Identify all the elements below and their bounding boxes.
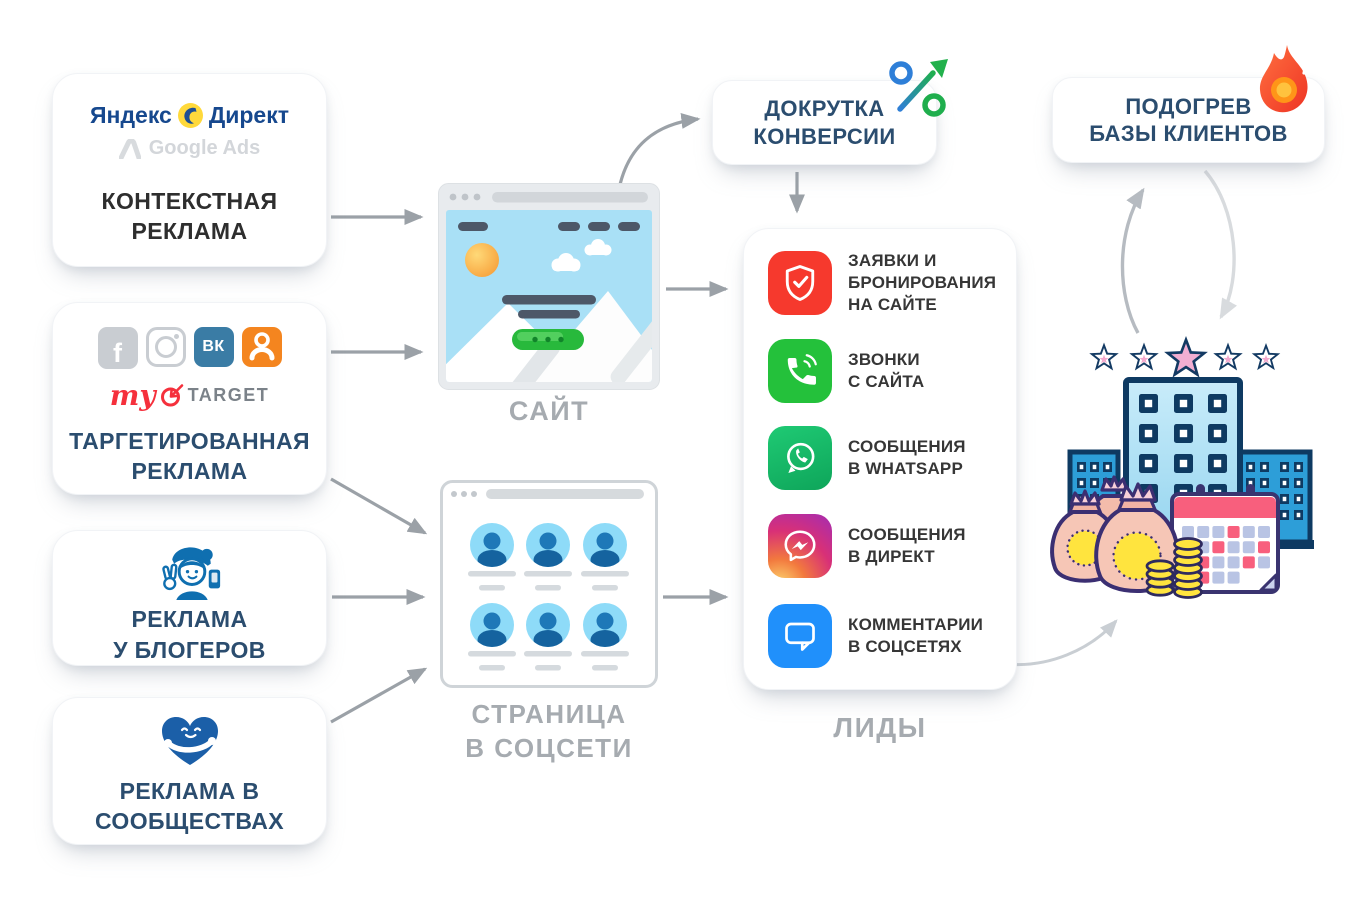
card-title: ПОДОГРЕВ БАЗЫ КЛИЕНТОВ [1089,93,1288,147]
arrow-leads-to-clients [1005,619,1118,667]
cta-button-illustration [512,329,584,350]
social-page-mockup [440,480,658,688]
card-title: ТАРГЕТИРОВАННАЯ РЕКЛАМА [69,426,310,487]
browser-dots [449,193,481,201]
card-title-line: РЕКЛАМА [131,218,248,245]
rating-stars [1089,336,1281,378]
messenger-icon [768,514,832,578]
lead-item-label: СООБЩЕНИЯ В WHATSAPP [848,437,966,478]
browser-address-bar [486,489,644,499]
hotel-result-illustration [1050,336,1314,599]
facebook-icon: f [97,327,138,369]
clouds-illustration [551,239,612,272]
card-targeted-ads: f ВК my TARGET [52,302,327,495]
card-title: КОНТЕКСТНАЯ РЕКЛАМА [102,186,278,247]
whatsapp-icon [768,426,832,490]
arrow-cycle-up [1120,187,1145,334]
lead-item-label: ЗАЯВКИ И БРОНИРОВАНИЯ НА САЙТЕ [848,251,997,314]
mytarget-logo: my TARGET [110,379,270,412]
facebook-letter: f [113,338,122,368]
lead-item-whatsapp: СООБЩЕНИЯ В WHATSAPP [768,426,966,490]
card-title: РЕКЛАМА В СООБЩЕСТВАХ [95,776,284,837]
comment-bubble-icon [768,604,832,668]
lead-item-label: СООБЩЕНИЯ В ДИРЕКТ [848,525,966,566]
card-contextual-ads: Яндекс Директ Google Ads КОНТЕКСТНАЯ РЕК… [52,73,327,267]
instagram-dot [173,334,179,339]
google-ads-label: Google Ads [148,137,261,159]
lead-item-direct: СООБЩЕНИЯ В ДИРЕКТ [768,514,966,578]
instagram-lens [154,336,177,358]
card-title-line: СООБЩЕСТВАХ [94,808,285,835]
ok-person-glyph [249,332,274,361]
percent-growth-icon [889,59,948,117]
site-label: САЙТ [508,396,590,426]
card-title-line: У БЛОГЕРОВ [113,636,266,663]
browser-dots [451,491,477,497]
shield-check-icon [768,251,832,315]
vk-letters: ВК [202,338,225,355]
arrow-communities-to-social [330,667,428,724]
browser-address-bar [492,192,648,203]
arrow-cycle-down [1203,169,1237,320]
social-page-label: СТРАНИЦА В СОЦСЕТИ [465,699,633,763]
phone-call-icon [768,339,832,403]
card-client-warming: ПОДОГРЕВ БАЗЫ КЛИЕНТОВ [1052,77,1325,163]
mytarget-target-icon [160,383,183,406]
yandex-direct-icon [177,103,203,128]
social-network-logos: f ВК [97,327,282,369]
card-blogger-ads: РЕКЛАМА У БЛОГЕРОВ [52,530,327,666]
card-title-line: РЕКЛАМА В [119,778,260,804]
card-title: ДОКРУТКА КОНВЕРСИИ [753,96,896,149]
lead-item-requests: ЗАЯВКИ И БРОНИРОВАНИЯ НА САЙТЕ [768,251,996,315]
google-ads-logo: Google Ads [118,137,261,160]
lead-item-calls: ЗВОНКИ С САЙТА [768,339,924,403]
lead-item-label: ЗВОНКИ С САЙТА [848,350,925,391]
lead-item-label: КОММЕНТАРИИ В СОЦСЕТЯХ [848,615,984,656]
card-title-line: ТАРГЕТИРОВАННАЯ [69,428,310,454]
card-title-line: РЕКЛАМА [131,606,248,633]
mytarget-word: TARGET [187,385,270,405]
website-mockup [438,183,660,390]
yandex-logo-text: Яндекс [90,102,172,128]
coin-stacks [1145,537,1203,599]
hugging-heart-icon [161,717,218,765]
odnoklassniki-icon [241,327,282,367]
flame-icon [1259,45,1308,113]
card-community-ads: РЕКЛАМА В СООБЩЕСТВАХ [52,697,327,845]
card-title-line: КОНТЕКСТНАЯ [101,188,278,214]
vk-icon: ВК [193,327,234,367]
arrow-targeted-to-social [330,477,428,535]
yandex-logo-text2: Директ [208,102,289,128]
leads-panel: ЗАЯВКИ И БРОНИРОВАНИЯ НА САЙТЕ ЗВОНКИ С … [743,228,1017,690]
card-title: РЕКЛАМА У БЛОГЕРОВ [113,604,266,665]
mytarget-my: my [109,379,156,412]
google-ads-icon [118,138,141,159]
blogger-girl-icon [161,547,220,601]
card-conversion-boost: ДОКРУТКА КОНВЕРСИИ [712,80,937,165]
yandex-direct-logo: Яндекс Директ [90,102,289,129]
lead-item-comments: КОММЕНТАРИИ В СОЦСЕТЯХ [768,604,983,668]
arrow-site-to-conversion [617,112,701,190]
leads-label: ЛИДЫ [833,712,927,743]
card-title-line: РЕКЛАМА [131,458,248,485]
sun-illustration [465,243,499,277]
instagram-icon [145,327,186,367]
